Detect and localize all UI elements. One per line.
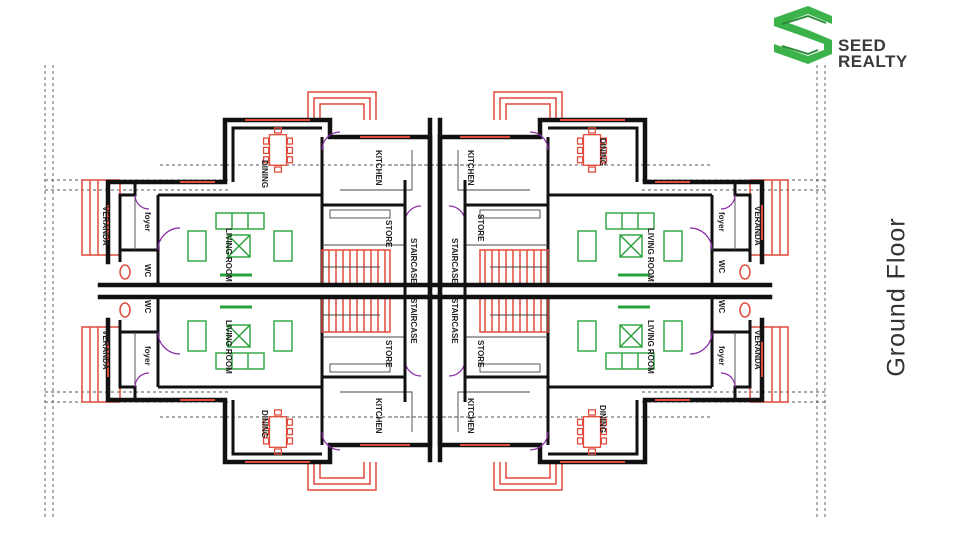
- label-wc-tl: WC: [143, 264, 152, 278]
- floor-title: Ground Floor: [882, 217, 911, 377]
- label-kitchen-tr: KITCHEN: [466, 150, 475, 186]
- label-store-tl: STORE: [384, 220, 393, 248]
- label-dining-br: DINING: [598, 405, 607, 433]
- label-foyer-tr: foyer: [717, 212, 726, 232]
- seed-realty-logo-icon: [774, 6, 832, 64]
- label-living-bl: LIVING ROOM: [224, 320, 233, 374]
- label-stairs-br: STAIRCASE: [450, 298, 459, 344]
- label-wc-bl: WC: [143, 300, 152, 314]
- label-veranda-tl: VERANDA: [101, 206, 110, 246]
- label-stairs-tr: STAIRCASE: [450, 238, 459, 284]
- label-kitchen-bl: KITCHEN: [374, 398, 383, 434]
- label-stairs-tl: STAIRCASE: [409, 238, 418, 284]
- party-wall: [427, 117, 443, 463]
- label-kitchen-br: KITCHEN: [466, 398, 475, 434]
- label-stairs-bl: STAIRCASE: [409, 298, 418, 344]
- label-store-br: STORE: [476, 340, 485, 368]
- label-wc-tr: WC: [717, 260, 726, 274]
- brand-name-line2: REALTY: [838, 52, 908, 71]
- label-dining-bl: DINING: [260, 410, 269, 438]
- stair-core: [403, 180, 467, 402]
- label-kitchen-tl: KITCHEN: [374, 150, 383, 186]
- label-wc-br: WC: [717, 300, 726, 314]
- label-store-bl: STORE: [384, 340, 393, 368]
- label-living-br: LIVING ROOM: [646, 320, 655, 374]
- label-veranda-tr: VERANDA: [753, 206, 762, 246]
- label-veranda-bl: VERANDA: [101, 330, 110, 370]
- label-living-tl: LIVING ROOM: [224, 228, 233, 282]
- label-foyer-bl: foyer: [143, 346, 152, 366]
- label-foyer-br: foyer: [717, 346, 726, 366]
- brand-name-line1: SEED: [838, 36, 887, 55]
- label-veranda-br: VERANDA: [753, 330, 762, 370]
- label-foyer-tl: foyer: [143, 212, 152, 232]
- label-dining-tr: DINING: [598, 138, 607, 166]
- label-living-tr: LIVING ROOM: [646, 228, 655, 282]
- label-dining-tl: DINING: [260, 160, 269, 188]
- label-store-tr: STORE: [476, 214, 485, 242]
